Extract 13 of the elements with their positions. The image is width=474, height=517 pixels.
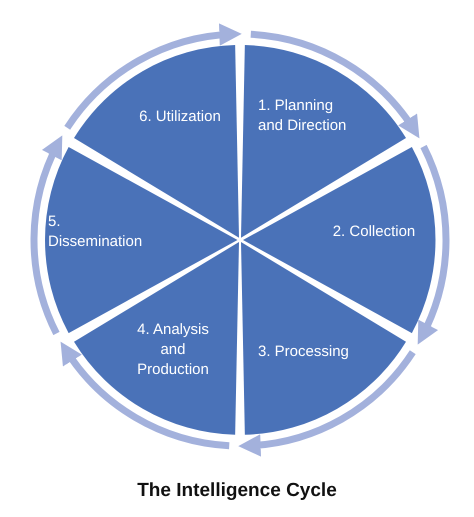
cycle-arrow <box>64 24 242 130</box>
segment-label: 2. Collection <box>332 222 416 242</box>
cycle-arrow <box>30 135 63 335</box>
cycle-arrow <box>238 350 416 456</box>
segment-label: 6. Utilization <box>138 106 222 127</box>
segment-label: 4. Analysis and Production <box>136 320 210 380</box>
diagram-title: The Intelligence Cycle <box>136 480 338 502</box>
segment-label: 5. Dissemination <box>48 212 144 252</box>
cycle-arrow <box>60 342 230 450</box>
cycle-arrow <box>417 145 450 345</box>
segment-label: 1. Planning and Direction <box>258 96 348 136</box>
segment-label: 3. Processing <box>258 342 350 362</box>
cycle-arrow <box>250 30 420 138</box>
